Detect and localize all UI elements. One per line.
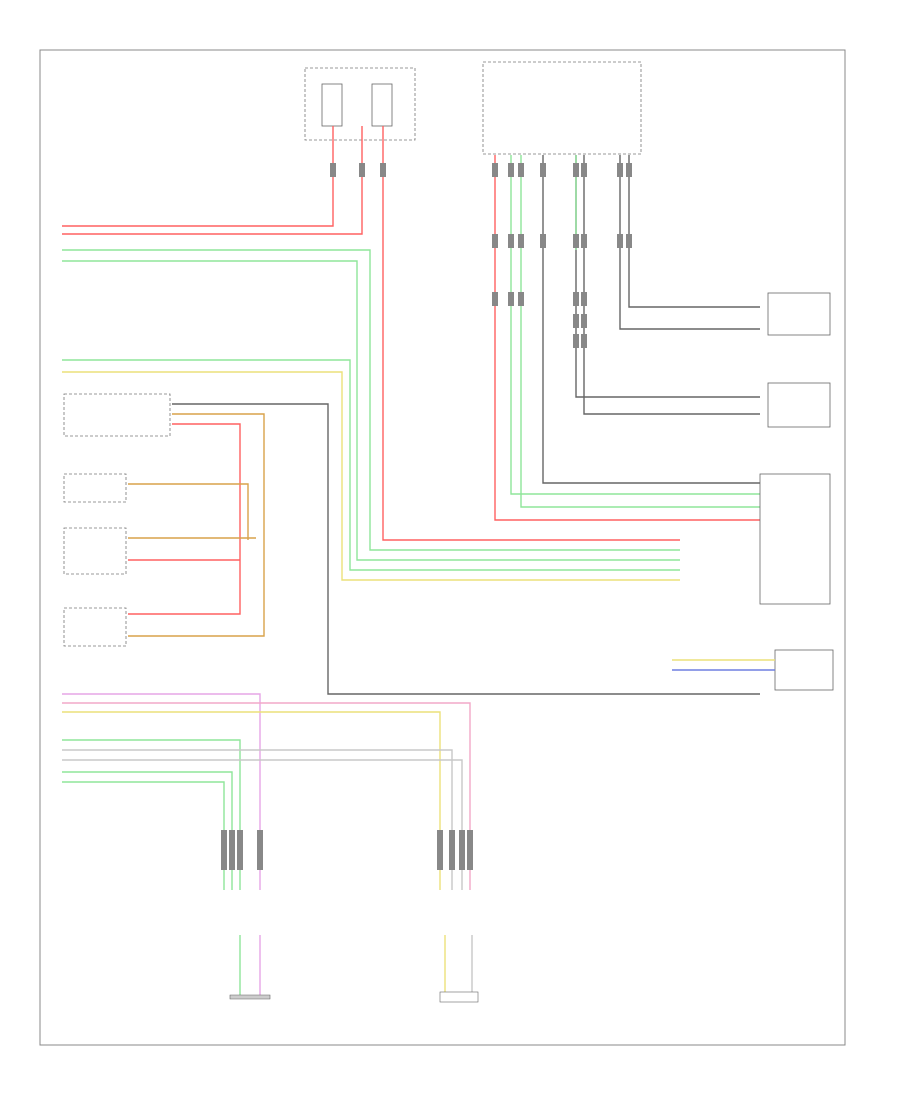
wire-red-fuse-right bbox=[382, 126, 680, 541]
switch-block-4 bbox=[63, 607, 127, 647]
wire-radio-red bbox=[494, 155, 760, 521]
wire-radio-green-a bbox=[510, 155, 760, 495]
diagram-frame bbox=[39, 49, 846, 1046]
wire-radio-gray bbox=[542, 155, 760, 484]
wire-green-6 bbox=[62, 781, 225, 890]
wire-green-2 bbox=[62, 260, 680, 561]
speaker-connectors bbox=[221, 830, 473, 870]
wire-sw-dk bbox=[172, 403, 760, 695]
radio-connector-block bbox=[482, 61, 642, 155]
switch-block-top bbox=[63, 393, 171, 437]
switch-block-2 bbox=[63, 473, 127, 503]
wire-red-fuse-mid bbox=[62, 126, 363, 235]
wire-radio-dk2 bbox=[583, 155, 760, 415]
wire-red-fuse-left bbox=[62, 126, 334, 227]
wire-yellow-2 bbox=[62, 711, 441, 890]
wire-violet bbox=[62, 693, 261, 890]
switch-block-3 bbox=[63, 527, 127, 575]
wire-green-4 bbox=[62, 739, 241, 890]
wire-sw2 bbox=[128, 483, 249, 540]
wire-radio-green-b bbox=[520, 155, 760, 508]
right-speaker bbox=[229, 994, 271, 1000]
connector-marks bbox=[330, 163, 632, 348]
module-mid-right bbox=[767, 382, 831, 428]
wire-sw-red bbox=[128, 423, 241, 615]
radio-module-right bbox=[759, 473, 831, 605]
module-lower-right bbox=[774, 649, 834, 691]
wire-radio-dk1 bbox=[575, 155, 760, 398]
left-speaker bbox=[439, 991, 479, 1003]
fuse-block bbox=[304, 67, 416, 141]
wire-sw-orange bbox=[128, 413, 265, 637]
wire-pink bbox=[62, 702, 471, 890]
wire-green-5 bbox=[62, 771, 233, 890]
wire-lgray-2 bbox=[62, 759, 463, 890]
module-top-right bbox=[767, 292, 831, 336]
wire-green-1 bbox=[62, 249, 680, 551]
wire-yellow-1 bbox=[62, 371, 680, 581]
wire-radio-dk3 bbox=[619, 155, 760, 330]
wire-green-3 bbox=[62, 359, 680, 571]
wire-radio-dk4 bbox=[628, 155, 760, 308]
